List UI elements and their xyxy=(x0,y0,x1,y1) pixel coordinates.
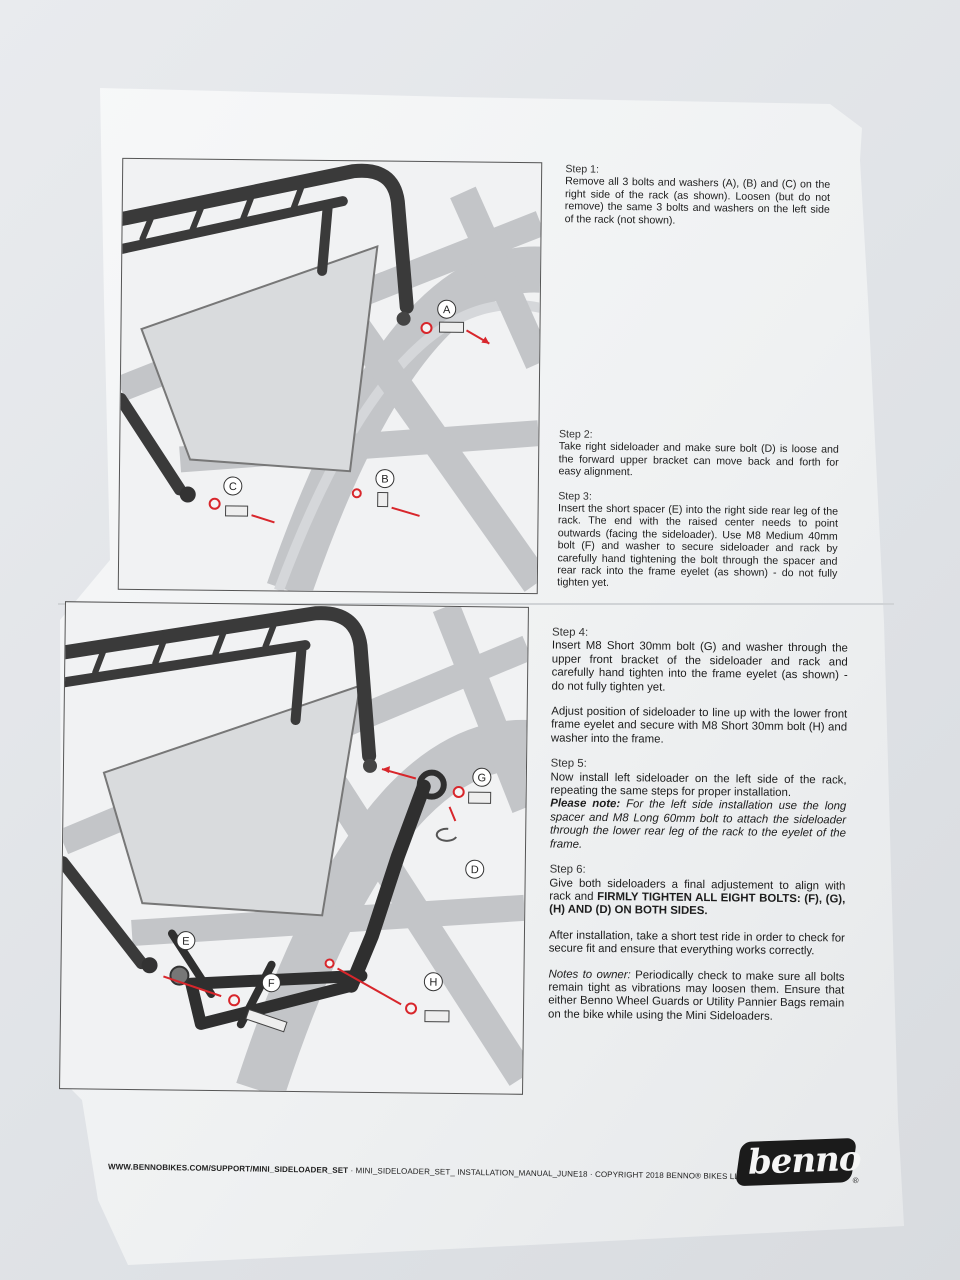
callout-b: B xyxy=(381,474,388,486)
bolt-g-group: G xyxy=(363,758,492,804)
step5-block: Step 5: Now install left sideloader on t… xyxy=(550,758,847,855)
step4-body2: Adjust position of sideloader to line up… xyxy=(550,705,848,746)
steps-2-3-text: Step 2: Take right sideloader and make s… xyxy=(557,428,839,604)
step4-adjust-block: Adjust position of sideloader to line up… xyxy=(551,705,847,748)
rack-diagram-1: A B C xyxy=(118,163,542,594)
step3-block: Step 3: Insert the short spacer (E) into… xyxy=(557,490,838,593)
after-install-block: After installation, take a short test ri… xyxy=(549,929,845,959)
rack-frame-2 xyxy=(60,606,377,970)
benno-logo: benno ® xyxy=(734,1132,862,1194)
notes-block: Notes to owner: Periodically check to ma… xyxy=(548,968,845,1025)
step5-note: Please note: For the left side installat… xyxy=(550,798,847,855)
callout-d: D xyxy=(471,864,479,876)
step6-block: Step 6: Give both sideloaders a final ad… xyxy=(549,864,846,921)
step1-text: Step 1: Remove all 3 bolts and washers (… xyxy=(565,163,831,229)
logo-registered-mark: ® xyxy=(852,1175,859,1186)
step5-note-label: Please note: xyxy=(550,797,621,811)
step6-body-wrap: Give both sideloaders a final adjustemen… xyxy=(549,877,845,920)
notes-label: Notes to owner: xyxy=(548,967,631,981)
notes-text: Notes to owner: Periodically check to ma… xyxy=(548,968,845,1025)
step6-bold: FIRMLY TIGHTEN ALL EIGHT BOLTS: (F), (G)… xyxy=(549,890,846,918)
step4-illustration: G D E F xyxy=(59,601,529,1095)
rear-wheel-tire xyxy=(267,246,542,594)
logo-word: benno xyxy=(747,1138,862,1183)
bolt-a-group: A xyxy=(396,299,490,345)
rack-diagram-2: G D E F xyxy=(60,602,528,1094)
callout-a: A xyxy=(443,304,451,316)
bolt-f-group: F xyxy=(163,973,288,1033)
step2-body: Take right sideloader and make sure bolt… xyxy=(558,440,839,479)
pannier-panel-2 xyxy=(102,684,362,917)
callout-f: F xyxy=(268,978,275,990)
bolt-c-group: C xyxy=(179,476,275,524)
bolt-b-group: B xyxy=(351,469,420,517)
bolt-d-group: D xyxy=(435,806,485,879)
pannier-panel xyxy=(140,245,379,473)
step5-body: Now install left sideloader on the left … xyxy=(550,771,847,800)
step4-block: Step 4: Insert M8 Short 30mm bolt (G) an… xyxy=(551,626,848,696)
after-install-text: After installation, take a short test ri… xyxy=(548,929,845,958)
callout-c: C xyxy=(229,481,237,493)
callout-g: G xyxy=(478,772,487,784)
rack-frame xyxy=(118,163,414,496)
steps-4-6-text: Step 4: Insert M8 Short 30mm bolt (G) an… xyxy=(548,626,848,1036)
callout-e: E xyxy=(182,936,189,948)
step3-body: Insert the short spacer (E) into the rig… xyxy=(557,502,839,590)
step2-block: Step 2: Take right sideloader and make s… xyxy=(558,428,839,481)
step1-illustration: A B C xyxy=(117,157,543,595)
callout-h: H xyxy=(429,977,437,989)
step1-body: Remove all 3 bolts and washers (A), (B) … xyxy=(564,175,831,227)
step4-body: Insert M8 Short 30mm bolt (G) and washer… xyxy=(551,639,848,694)
bolt-h-group: H xyxy=(324,958,450,1023)
